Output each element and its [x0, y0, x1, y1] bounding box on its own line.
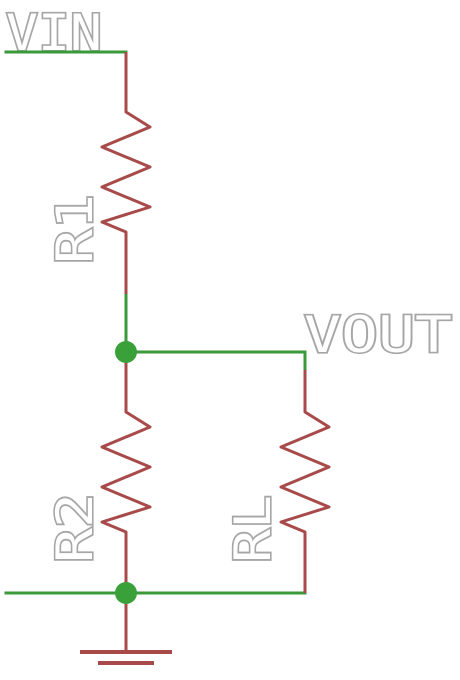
label-r1: R1: [46, 194, 104, 264]
wires: [4, 50, 307, 595]
components: [80, 52, 331, 665]
resistor-rl: [279, 370, 331, 593]
label-vout-fill: VOUT: [304, 306, 452, 364]
ground-icon: [80, 650, 172, 665]
label-r1-fill: R1: [46, 194, 104, 264]
resistor-r2: [100, 352, 152, 593]
label-r2: R2: [46, 493, 104, 563]
label-rl-fill: RL: [224, 495, 282, 563]
label-r2-fill: R2: [46, 493, 104, 563]
junction-ground: [115, 582, 137, 604]
resistor-r1: [100, 52, 152, 294]
junction-vout: [115, 341, 137, 363]
label-vout: VOUT: [304, 306, 452, 364]
label-rl: RL: [224, 495, 282, 563]
wire-vout-node: [124, 292, 307, 372]
